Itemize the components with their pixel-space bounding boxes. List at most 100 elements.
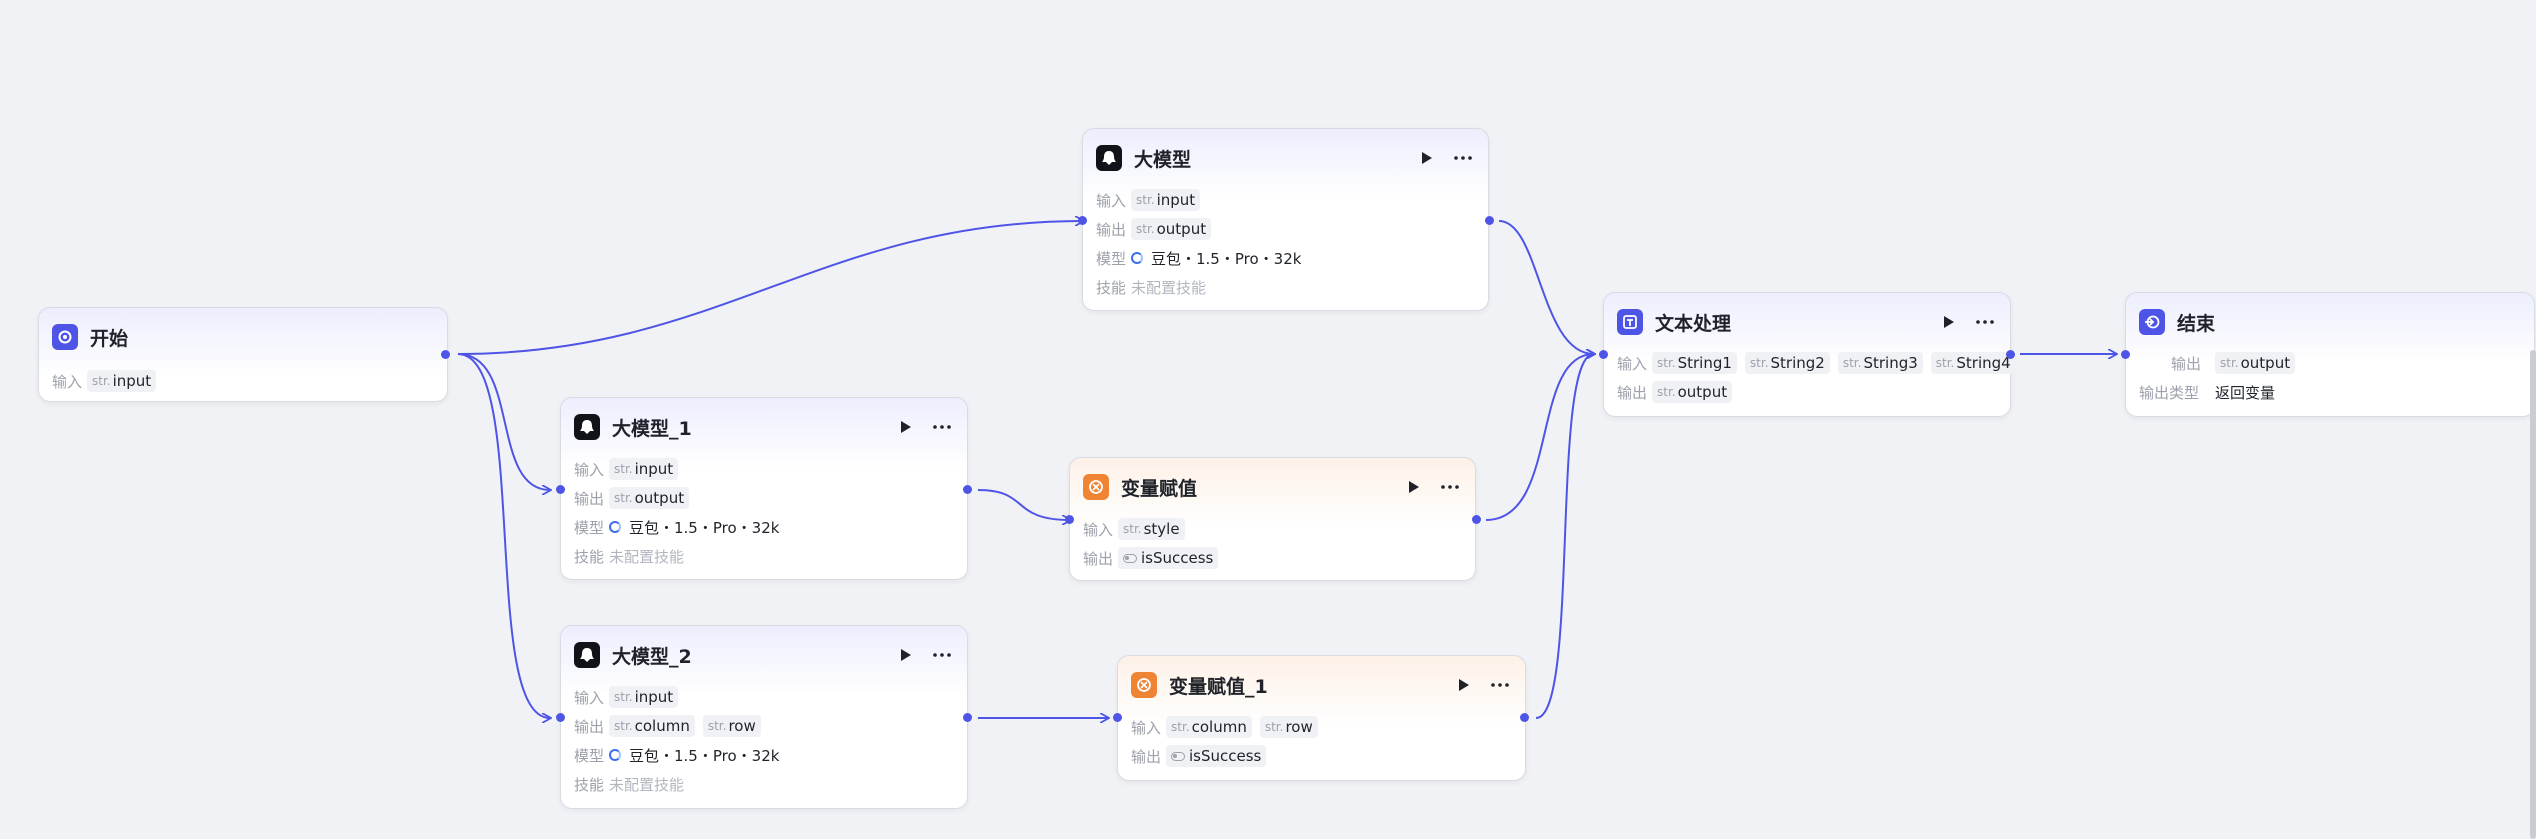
port-llm-out[interactable]: [1485, 216, 1494, 225]
input-label: 输入: [1096, 191, 1127, 210]
input-label: 输入: [1083, 520, 1114, 539]
input-tag: str.column: [1166, 716, 1252, 738]
more-icon[interactable]: [1452, 147, 1474, 169]
input-tag: str.input: [1131, 189, 1201, 211]
node-title: 结束: [2177, 312, 2216, 335]
vertical-scrollbar[interactable]: [2530, 350, 2536, 839]
port-text-out[interactable]: [2006, 350, 2015, 359]
port-llm-in[interactable]: [1078, 216, 1087, 225]
input-label: 输入: [1131, 718, 1162, 737]
edge-llm-text: [1498, 220, 1594, 354]
run-icon[interactable]: [895, 644, 917, 666]
run-icon[interactable]: [895, 416, 917, 438]
skills-label: 技能: [574, 775, 605, 794]
output-label: 输出: [1617, 383, 1648, 402]
input-label: 输入: [1617, 354, 1648, 373]
model-label: 模型: [574, 746, 605, 765]
node-start[interactable]: 开始 输入 str.input: [38, 307, 448, 402]
doubao-icon: [1131, 252, 1143, 264]
port-llm1-out[interactable]: [963, 485, 972, 494]
output-type-label: 输出类型: [2139, 383, 2200, 402]
output-tag: str.row: [702, 715, 761, 737]
end-icon: [2139, 309, 2165, 335]
input-tag: str.String3: [1837, 352, 1923, 374]
edge-start-llm2: [457, 353, 550, 718]
input-tag: str.input: [609, 686, 679, 708]
input-label: 输入: [574, 688, 605, 707]
input-label: 输入: [574, 460, 605, 479]
boolean-icon: [1171, 751, 1185, 761]
input-tag: str.String2: [1744, 352, 1830, 374]
port-llm1-in[interactable]: [556, 485, 565, 494]
skills-value: 未配置技能: [609, 547, 685, 566]
node-title: 文本处理: [1655, 312, 1732, 335]
output-tag: str.output: [1652, 381, 1733, 403]
edge-assign1-text: [1535, 354, 1594, 719]
skills-value: 未配置技能: [1131, 278, 1207, 297]
port-llm2-out[interactable]: [963, 713, 972, 722]
node-title: 变量赋值_1: [1169, 675, 1268, 698]
run-icon[interactable]: [1416, 147, 1438, 169]
port-start-out[interactable]: [441, 350, 450, 359]
run-icon[interactable]: [1938, 311, 1960, 333]
node-title: 变量赋值: [1121, 477, 1198, 500]
input-tag: str.input: [609, 458, 679, 480]
doubao-icon: [609, 749, 621, 761]
more-icon[interactable]: [931, 416, 953, 438]
input-tag: str.String1: [1652, 352, 1737, 374]
node-end[interactable]: 结束 输出 str.output 输出类型返回变量: [2125, 292, 2535, 417]
run-icon[interactable]: [1453, 674, 1475, 696]
model-label: 模型: [1096, 249, 1127, 268]
output-tag: str.output: [1131, 218, 1212, 240]
model-name: 豆包・1.5・Pro・32k: [1151, 249, 1302, 268]
input-tag: str.row: [1259, 716, 1318, 738]
run-icon[interactable]: [1403, 476, 1425, 498]
skills-value: 未配置技能: [609, 775, 685, 794]
port-assign1-out[interactable]: [1520, 713, 1529, 722]
variable-assign-icon: [1131, 672, 1157, 698]
output-type-value: 返回变量: [2215, 383, 2276, 402]
edge-start-llm: [457, 221, 1083, 355]
doubao-icon: [609, 521, 621, 533]
node-title: 开始: [90, 327, 129, 350]
port-text-in[interactable]: [1599, 350, 1608, 359]
port-assign-in[interactable]: [1065, 515, 1074, 524]
input-tag: str.input: [87, 370, 157, 392]
text-process-icon: [1617, 309, 1643, 335]
port-end-in[interactable]: [2121, 350, 2130, 359]
llm-icon: [574, 642, 600, 668]
more-icon[interactable]: [1439, 476, 1461, 498]
start-icon: [52, 324, 78, 350]
more-icon[interactable]: [1974, 311, 1996, 333]
input-tag: str.String4: [1930, 352, 2016, 374]
output-label: 输出: [2170, 354, 2201, 373]
node-title: 大模型_2: [612, 645, 692, 668]
output-label: 输出: [1096, 220, 1127, 239]
model-name: 豆包・1.5・Pro・32k: [629, 518, 780, 537]
variable-assign-icon: [1083, 474, 1109, 500]
model-name: 豆包・1.5・Pro・32k: [629, 746, 780, 765]
output-tag: str.output: [609, 487, 690, 509]
edge-start-llm1: [457, 353, 550, 490]
more-icon[interactable]: [931, 644, 953, 666]
more-icon[interactable]: [1489, 674, 1511, 696]
output-tag: str.output: [2215, 352, 2296, 374]
node-text-process[interactable]: 文本处理 输入 str.String1 str.String2 str.Stri…: [1603, 292, 2016, 417]
output-tag: str.column: [609, 715, 695, 737]
port-assign1-in[interactable]: [1113, 713, 1122, 722]
input-tag: str.style: [1118, 518, 1185, 540]
output-label: 输出: [1083, 549, 1114, 568]
output-label: 输出: [1131, 747, 1162, 766]
output-tag: isSuccess: [1118, 547, 1219, 569]
skills-label: 技能: [1096, 278, 1127, 297]
port-assign-out[interactable]: [1472, 515, 1481, 524]
node-title: 大模型: [1134, 148, 1192, 171]
port-llm2-in[interactable]: [556, 713, 565, 722]
